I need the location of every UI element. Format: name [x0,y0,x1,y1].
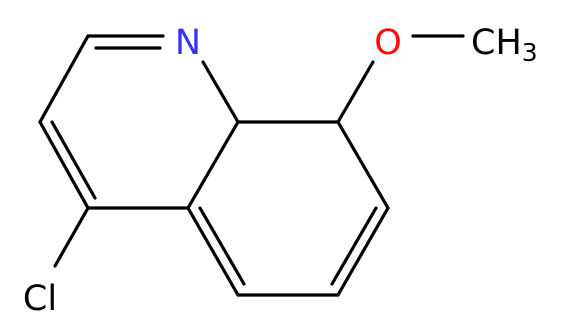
bond-c4a-c5-double-inner [198,206,246,286]
atom-o-label: O [374,23,402,63]
methyl-subscript-label: 3 [522,38,538,67]
atom-labels: N O Cl CH3 [23,23,538,319]
bond-c6-c7 [336,206,390,297]
atom-cl-label: Cl [23,279,57,319]
bond-c8-o [336,60,375,124]
bond-c3-c4-double-inner [50,120,97,200]
bond-c2-c3 [38,34,90,124]
bond-c3-c4-double-outer [38,120,90,210]
bond-c7-c8 [336,120,390,210]
bond-c4a-c8a [186,120,240,210]
methyl-ch-label: CH [471,23,522,63]
bond-c4-cl [53,206,90,268]
bond-c4a-c5-double-outer [186,206,240,297]
bond-c6-c7-inner [330,206,378,286]
atom-n-label: N [175,23,201,63]
bonds [38,34,465,297]
methyl-group-label: CH3 [471,23,538,67]
bond-c8a-n1 [201,60,240,124]
